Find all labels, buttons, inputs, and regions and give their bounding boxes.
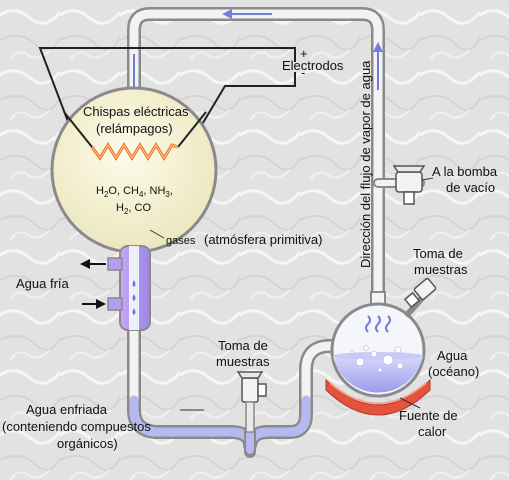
gases-leader (149, 229, 165, 239)
atmosphere-label: (atmósfera primitiva) (204, 232, 322, 247)
water-label-line1: Agua (437, 348, 468, 363)
arrow-right-icon (82, 299, 106, 309)
sparks-label-line1: Chispas eléctricas (83, 104, 189, 119)
cooled-label-line3: orgánicos) (57, 436, 118, 451)
plus-sign: + (300, 46, 308, 61)
sampling-left-line1: Toma de (218, 338, 268, 353)
cooled-label-line2: (conteniendo compuestos (2, 419, 151, 434)
sampling-valve-bottom (236, 371, 267, 433)
sparks-label-line2: (relámpagos) (96, 121, 173, 136)
steam-icon (365, 315, 391, 333)
cold-water-label: Agua fría (16, 276, 70, 291)
sampling-right-line2: muestras (414, 262, 468, 277)
electrodes-label: Electrodos (282, 58, 344, 73)
vacuum-label-line1: A la bomba (432, 164, 498, 179)
vacuum-pointer (421, 177, 434, 181)
electrode-wires (38, 47, 296, 154)
condenser (107, 245, 151, 331)
minus-sign: - (301, 65, 305, 80)
arrow-left-icon (80, 259, 106, 269)
heat-label-line1: Fuente de (399, 408, 458, 423)
flow-direction-label: Dirección del flujo de vapor de agua (358, 60, 373, 268)
gas-formula-line1: H2O, CH4, NH3, (96, 185, 173, 199)
sampling-port-right (403, 277, 437, 319)
sampling-right-line1: Toma de (413, 246, 463, 261)
drop-icon (132, 308, 136, 315)
bubble-icon (349, 345, 404, 373)
boiling-flask (330, 291, 426, 398)
arrow-up-icon (373, 42, 383, 90)
arrow-left-icon (222, 9, 272, 19)
heat-label-line2: calor (418, 424, 447, 439)
sampling-left-line2: muestras (216, 354, 270, 369)
drop-icon (132, 280, 136, 287)
drop-icon (132, 294, 136, 301)
cooled-label-line1: Agua enfriada (26, 402, 108, 417)
vacuum-valve (392, 165, 426, 205)
heat-leader (399, 397, 421, 409)
heat-source (325, 378, 431, 416)
water-label-line2: (océano) (428, 364, 479, 379)
gases-label: gases (166, 235, 196, 247)
gas-formula-line2: H2, CO (116, 202, 151, 216)
vacuum-label-line2: de vacío (446, 180, 495, 195)
